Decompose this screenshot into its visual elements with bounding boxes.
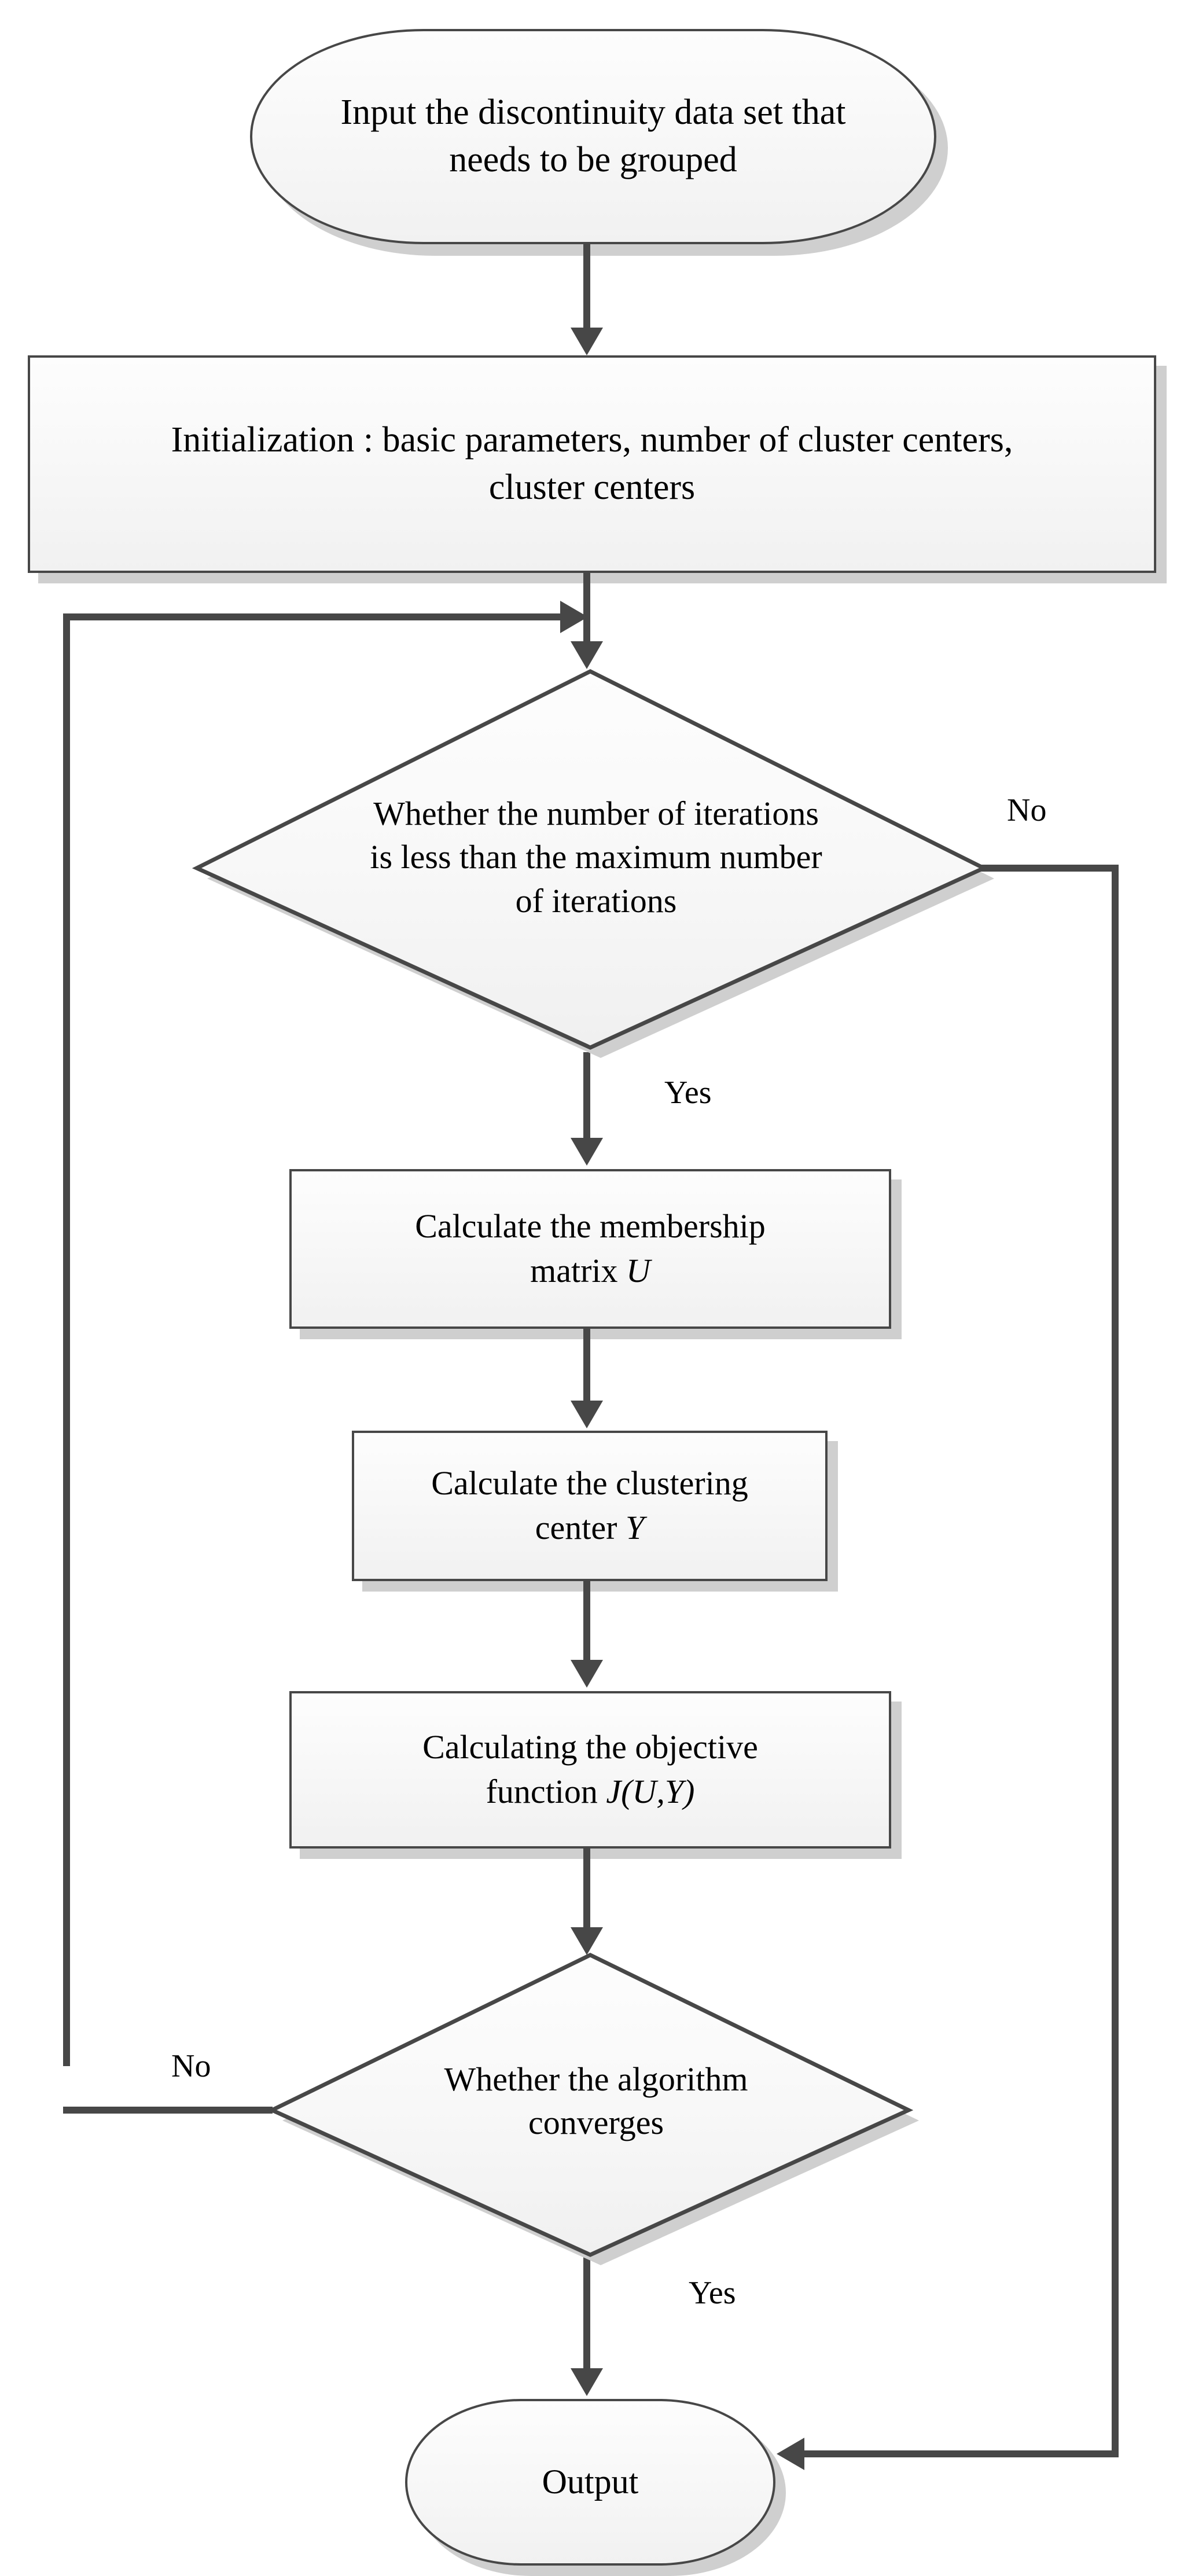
connector-start-to-init-arrowhead (571, 328, 603, 355)
connector-procU-to-procY-arrowhead (571, 1401, 603, 1428)
process-membership-symbol: U (626, 1252, 650, 1289)
edge-label-converge-yes: Yes (689, 2275, 736, 2311)
no-path-right-vertical (1112, 865, 1119, 2457)
process-objective-node[interactable]: Calculating the objective function J(U,Y… (289, 1691, 891, 1849)
start-node-label-line2: needs to be grouped (449, 140, 737, 179)
process-membership-label: Calculate the membership matrix U (292, 1204, 889, 1293)
process-center-label-line1: Calculate the clustering (431, 1464, 748, 1502)
connector-decision1-to-procU-arrowhead (571, 1138, 603, 1166)
decision-converge-shape (267, 1953, 919, 2265)
process-center-label: Calculate the clustering center Y (354, 1461, 825, 1550)
loopback-horizontal-rail (63, 613, 572, 620)
decision-iterations-shape (192, 669, 994, 1058)
process-objective-label-line1: Calculating the objective (422, 1728, 758, 1766)
connector-init-to-decision1-arrowhead (571, 641, 603, 669)
process-center-label-line2-prefix: center (535, 1509, 626, 1546)
converge-no-horizontal (63, 2107, 273, 2114)
decision-converge-node[interactable] (260, 1945, 932, 2274)
connector-decision1-to-procU-line (583, 1052, 590, 1142)
process-center-node[interactable]: Calculate the clustering center Y (352, 1431, 828, 1581)
process-membership-node[interactable]: Calculate the membership matrix U (289, 1169, 891, 1329)
initialization-node[interactable]: Initialization : basic parameters, numbe… (28, 355, 1156, 573)
process-membership-label-line1: Calculate the membership (415, 1207, 766, 1245)
process-objective-symbol: J(U,Y) (606, 1773, 695, 1810)
loopback-arrowhead (560, 601, 588, 633)
no-path-arrowhead (777, 2438, 804, 2470)
start-node-label-line1: Input the discontinuity data set that (340, 93, 846, 133)
decision-iterations-node[interactable] (185, 660, 1007, 1071)
loopback-vertical-rail (63, 613, 70, 2066)
start-node[interactable]: Input the discontinuity data set that ne… (250, 29, 936, 244)
connector-procJ-to-decision2-arrowhead (571, 1927, 603, 1955)
connector-decision2-to-output-arrowhead (571, 2368, 603, 2396)
edge-label-converge-no: No (171, 2048, 211, 2084)
output-node[interactable]: Output (405, 2399, 775, 2566)
connector-procJ-to-decision2-line (583, 1849, 590, 1931)
process-objective-label: Calculating the objective function J(U,Y… (292, 1725, 889, 1814)
process-center-symbol: Y (625, 1509, 645, 1546)
process-membership-label-line2-prefix: matrix (530, 1252, 626, 1289)
no-path-bottom-horizontal (804, 2450, 1119, 2457)
edge-label-iterations-yes: Yes (664, 1075, 712, 1111)
start-node-label: Input the discontinuity data set that ne… (252, 89, 934, 184)
no-path-top-horizontal (978, 865, 1119, 872)
connector-decision2-to-output-line (583, 2255, 590, 2371)
connector-procY-to-procJ-arrowhead (571, 1660, 603, 1688)
process-objective-label-line2-prefix: function (486, 1773, 606, 1810)
connector-procU-to-procY-line (583, 1329, 590, 1405)
edge-label-iterations-no: No (1007, 792, 1047, 828)
initialization-node-label-line1: Initialization : basic parameters, numbe… (171, 420, 1013, 460)
connector-procY-to-procJ-line (583, 1581, 590, 1663)
connector-start-to-init-line (583, 244, 590, 335)
output-node-label: Output (542, 2463, 639, 2501)
initialization-node-label-line2: cluster centers (488, 468, 696, 507)
initialization-node-label: Initialization : basic parameters, numbe… (30, 417, 1154, 512)
